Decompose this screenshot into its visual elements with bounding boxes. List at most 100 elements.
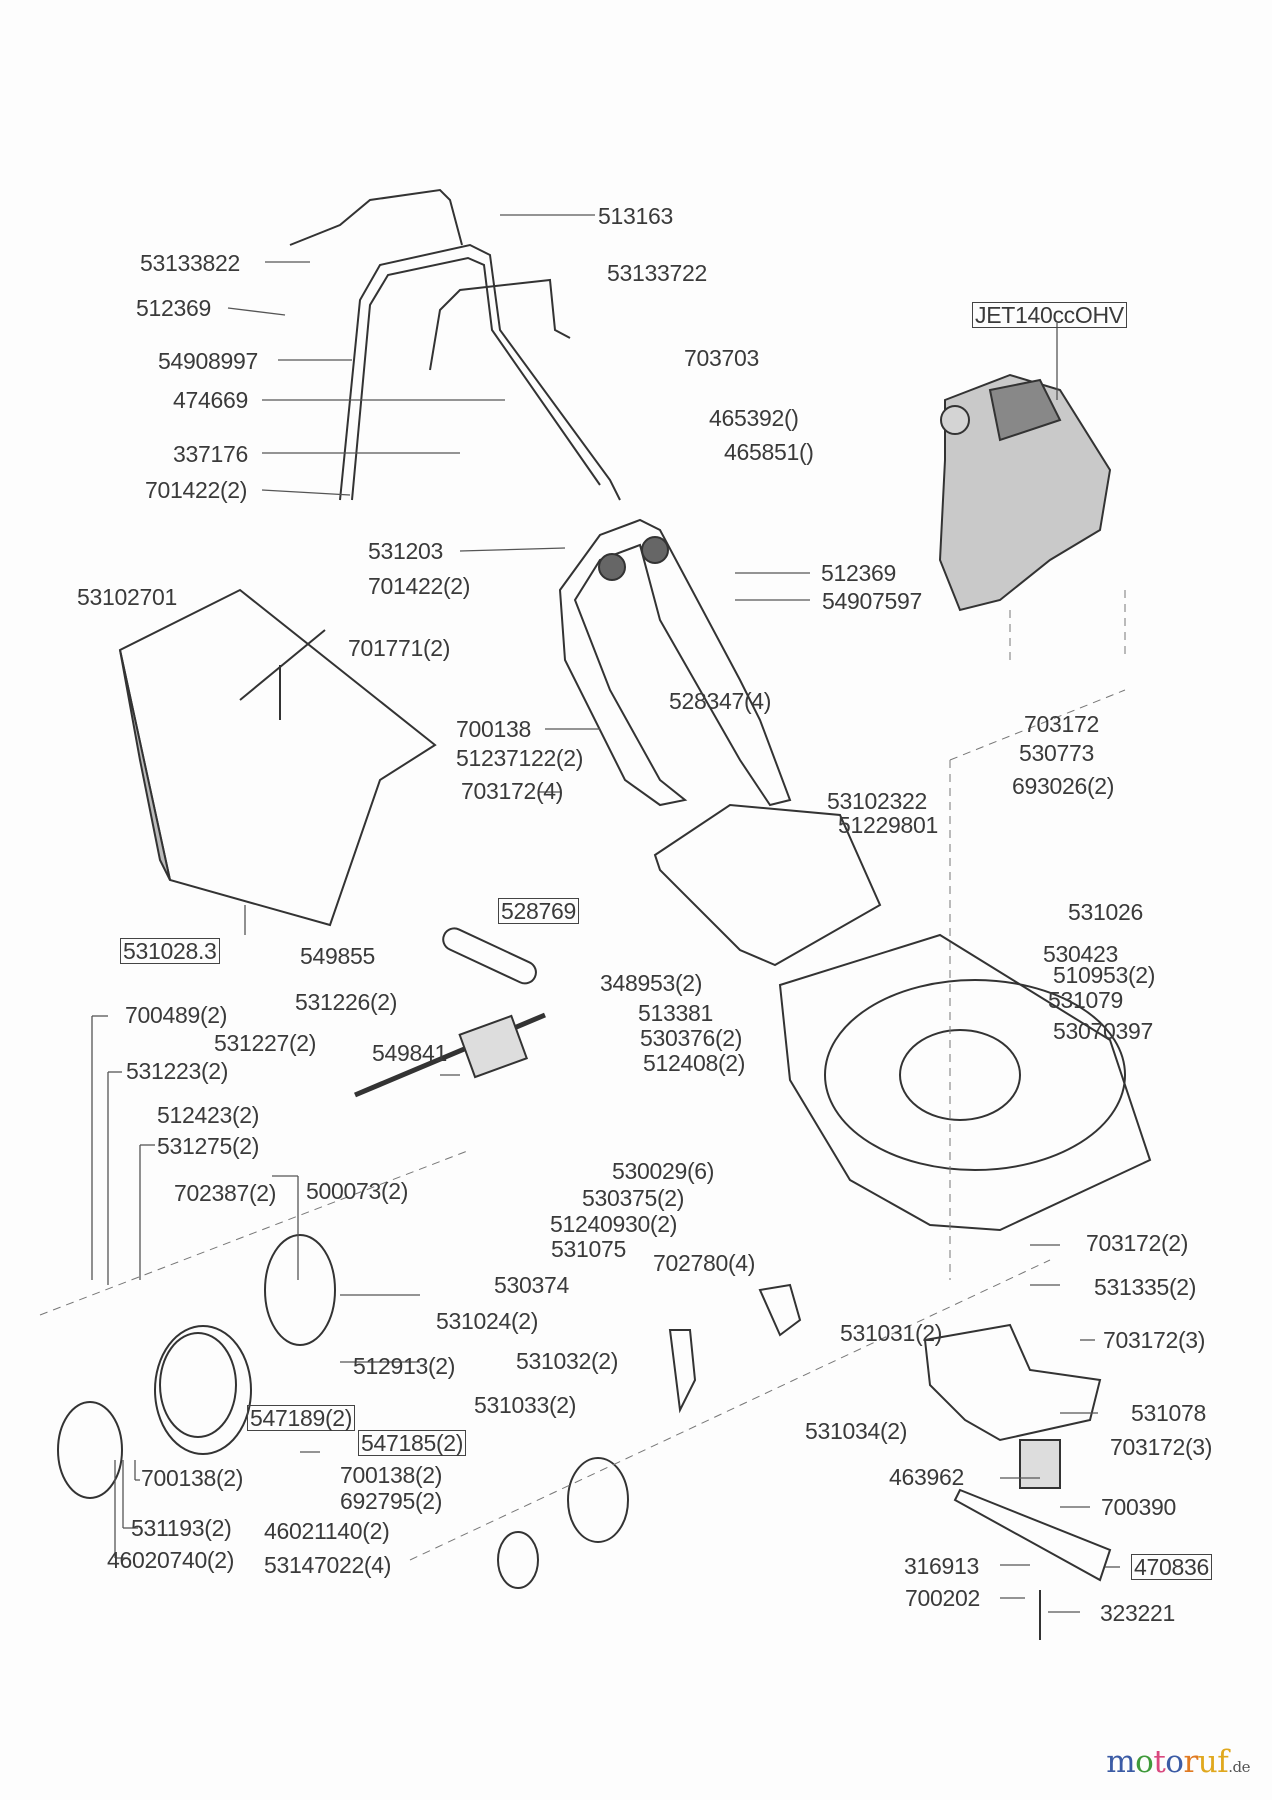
part-label-54908997: 54908997 (158, 348, 258, 374)
part-label-531223: 531223(2) (126, 1058, 229, 1084)
height-lever-drawing (758, 1283, 802, 1337)
drive-bail-drawing (429, 278, 571, 371)
part-label-530423: 530423 (1043, 941, 1118, 967)
part-label-530773: 530773 (1019, 740, 1094, 766)
part-label-530374: 530374 (494, 1272, 569, 1298)
engine-label: JET140ccOHV (972, 302, 1127, 328)
rear-disk-drawing (264, 1234, 336, 1346)
assembly-dashed-lines (39, 590, 1126, 1561)
part-label-512423: 512423(2) (157, 1102, 260, 1128)
part-label-465392: 465392() (709, 405, 799, 431)
part-label-337176: 337176 (173, 441, 248, 467)
part-label-531203: 531203 (368, 538, 443, 564)
part-label-53147022: 53147022(4) (264, 1552, 392, 1578)
part-label-700489: 700489(2) (125, 1002, 228, 1028)
part-label-531028-3: 531028.3 (120, 938, 220, 964)
part-label-700202: 700202 (905, 1585, 980, 1611)
part-label-531075: 531075 (551, 1236, 626, 1262)
part-label-531193: 531193(2) (131, 1515, 232, 1541)
part-label-531078: 531078 (1131, 1400, 1206, 1426)
part-label-531033: 531033(2) (474, 1392, 577, 1418)
blade-drawing (953, 1488, 1112, 1582)
part-label-703703: 703703 (684, 345, 759, 371)
part-label-547189: 547189(2) (247, 1405, 356, 1431)
engine-drawing (938, 373, 1112, 612)
part-label-51237122: 51237122(2) (456, 745, 584, 771)
rear-flap-drawing (653, 803, 882, 967)
part-label-547185: 547185(2) (358, 1430, 467, 1456)
watermark-letter: r (1183, 1744, 1198, 1780)
part-label-703172-b: 703172(4) (461, 778, 564, 804)
part-label-531275: 531275(2) (157, 1133, 260, 1159)
part-label-51240930: 51240930(2) (550, 1211, 678, 1237)
part-label-700138-b: 700138(2) (141, 1465, 244, 1491)
part-label-531024: 531024(2) (436, 1308, 539, 1334)
watermark-letter: o (1135, 1744, 1154, 1780)
part-label-53133822: 53133822 (140, 250, 240, 276)
motoruf-watermark: motoruf.de (1106, 1744, 1250, 1780)
part-label-512408: 512408(2) (643, 1050, 746, 1076)
part-label-46021140: 46021140(2) (264, 1518, 390, 1544)
watermark-letter: t (1153, 1744, 1166, 1780)
part-label-702780: 702780(4) (653, 1250, 756, 1276)
part-label-463962: 463962 (889, 1464, 964, 1490)
lower-handle-drawing (558, 518, 792, 807)
front-wheel-drawing (497, 1457, 629, 1589)
part-label-531032: 531032(2) (516, 1348, 619, 1374)
blade-adapter-drawing (923, 1323, 1102, 1442)
part-label-323221: 323221 (1100, 1600, 1175, 1626)
part-label-53102701: 53102701 (77, 584, 177, 610)
part-label-513163: 513163 (598, 203, 673, 229)
v-belt-drawing (442, 927, 537, 985)
part-label-703172-d: 703172(3) (1103, 1327, 1206, 1353)
part-label-528769: 528769 (498, 898, 579, 924)
part-label-348953: 348953(2) (600, 970, 703, 996)
part-label-531227: 531227(2) (214, 1030, 317, 1056)
part-label-46020740: 46020740(2) (107, 1547, 235, 1573)
part-label-530376: 530376(2) (640, 1025, 743, 1051)
part-label-703172: 703172 (1024, 711, 1099, 737)
part-label-701771: 701771(2) (348, 635, 451, 661)
part-label-703172-e: 703172(3) (1110, 1434, 1213, 1460)
blade-hub-drawing (1019, 1439, 1061, 1489)
part-label-474669: 474669 (173, 387, 248, 413)
bail-bar-drawing (289, 188, 463, 246)
part-label-700138: 700138 (456, 716, 531, 742)
part-label-465851: 465851() (724, 439, 814, 465)
upper-handle-drawing (339, 243, 621, 501)
part-label-693026: 693026(2) (1012, 773, 1115, 799)
part-label-700390: 700390 (1101, 1494, 1176, 1520)
knob-right-drawing (641, 536, 669, 564)
part-label-549841: 549841 (372, 1040, 447, 1066)
part-label-53133722: 53133722 (607, 260, 707, 286)
part-label-512369: 512369 (136, 295, 211, 321)
part-label-702387: 702387(2) (174, 1180, 277, 1206)
part-label-549855: 549855 (300, 943, 375, 969)
deck-drawing (778, 933, 1152, 1232)
part-label-316913: 316913 (904, 1553, 979, 1579)
part-label-512913: 512913(2) (353, 1353, 456, 1379)
part-label-531335: 531335(2) (1094, 1274, 1197, 1300)
watermark-letter: f (1217, 1744, 1229, 1780)
part-label-513381: 513381 (638, 1000, 713, 1026)
part-label-470836: 470836 (1131, 1554, 1212, 1580)
leader-lines (91, 214, 1120, 1613)
part-label-510953: 510953(2) (1053, 962, 1156, 988)
part-label-528347: 528347(4) (669, 688, 772, 714)
part-label-53070397: 53070397 (1053, 1018, 1153, 1044)
part-label-531226: 531226(2) (295, 989, 398, 1015)
part-label-530375: 530375(2) (582, 1185, 685, 1211)
part-label-531079: 531079 (1048, 987, 1123, 1013)
part-label-703172-c: 703172(2) (1086, 1230, 1189, 1256)
part-label-701422-b: 701422(2) (368, 573, 471, 599)
part-label-692795: 692795(2) (340, 1488, 443, 1514)
part-label-531034: 531034(2) (805, 1418, 908, 1444)
part-label-54907597: 54907597 (822, 588, 922, 614)
part-label-531031: 531031(2) (840, 1320, 943, 1346)
part-label-530029: 530029(6) (612, 1158, 715, 1184)
part-label-701422: 701422(2) (145, 477, 248, 503)
part-label-51229801: 51229801 (838, 812, 938, 838)
part-label-700138-c: 700138(2) (340, 1462, 443, 1488)
